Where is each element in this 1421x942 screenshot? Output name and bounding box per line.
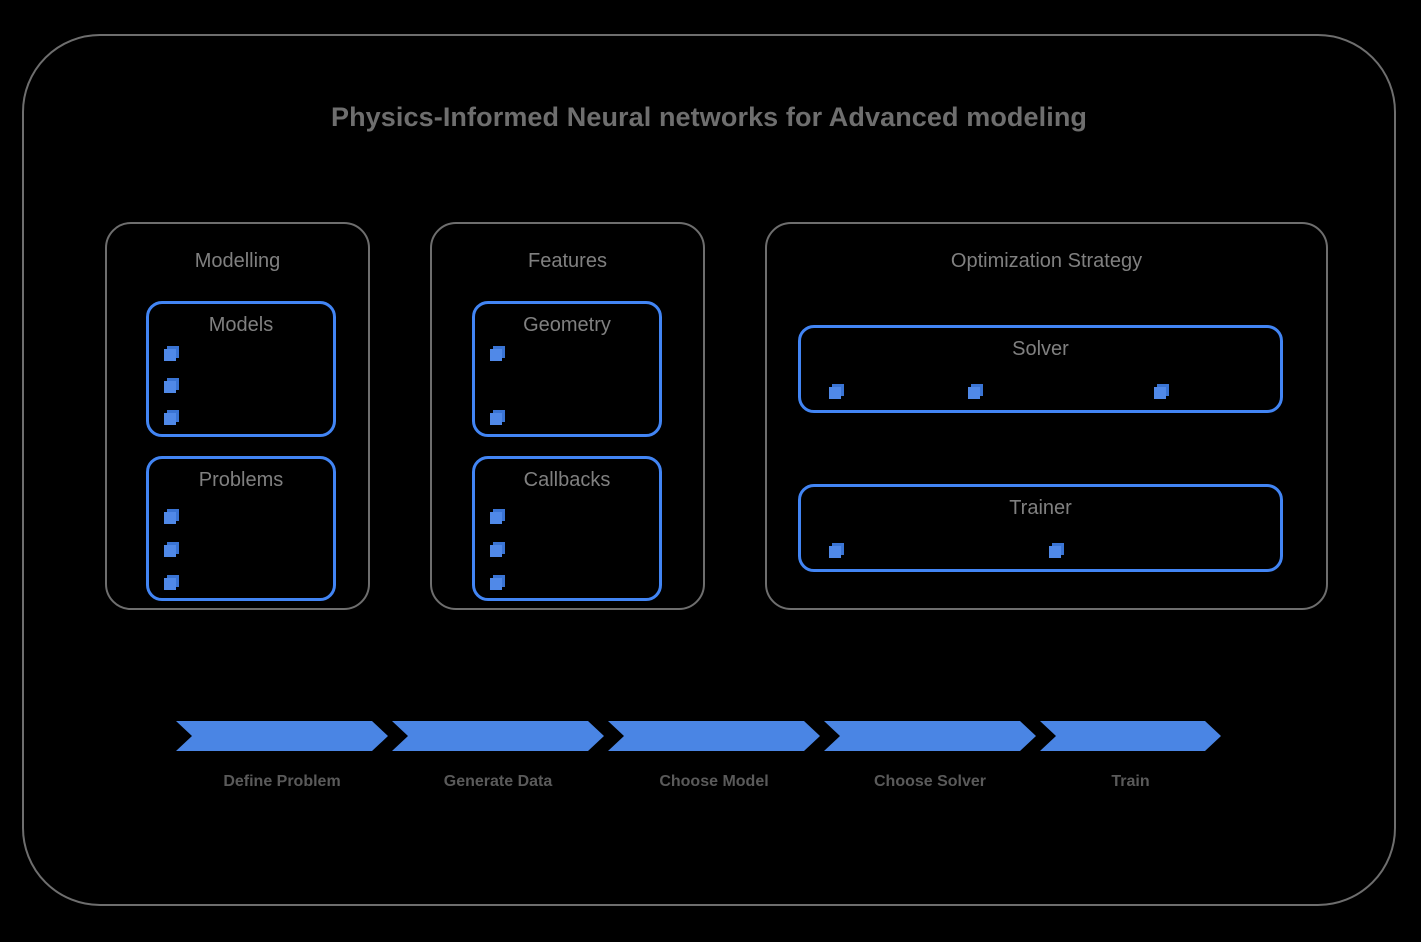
group-title-modelling: Modelling: [194, 250, 281, 272]
bullet-cube: [1049, 543, 1064, 558]
bullet-cube: [164, 509, 179, 524]
outer-frame: [22, 34, 1396, 906]
flow-label-define-problem: Define Problem: [223, 773, 341, 790]
bullet-cube: [1154, 384, 1169, 399]
flow-label-choose-model: Choose Model: [659, 773, 769, 790]
bullet-cube: [490, 509, 505, 524]
bullet-cube: [164, 378, 179, 393]
bullet-cube: [164, 346, 179, 361]
card-geometry[interactable]: Geometry: [472, 301, 662, 437]
group-features: Features: [430, 222, 705, 610]
bullet-cube: [490, 410, 505, 425]
card-trainer[interactable]: Trainer: [798, 484, 1283, 572]
flow-label-train: Train: [1111, 773, 1150, 790]
card-models[interactable]: Models: [146, 301, 336, 437]
card-problems[interactable]: Problems: [146, 456, 336, 601]
card-title-trainer: Trainer: [1009, 497, 1072, 519]
bullet-cube: [829, 384, 844, 399]
flow-step-define-problem[interactable]: [176, 721, 388, 751]
card-title-callbacks: Callbacks: [523, 469, 611, 491]
bullet-cube: [490, 575, 505, 590]
group-title-optimization-strategy: Optimization Strategy: [950, 250, 1143, 272]
card-title-solver: Solver: [1012, 338, 1069, 360]
process-flow: Define Problem Generate Data Choose Mode…: [176, 721, 1221, 790]
flow-step-train[interactable]: [1040, 721, 1221, 751]
card-solver[interactable]: Solver: [798, 325, 1283, 413]
bullet-cube: [829, 543, 844, 558]
group-optimization-strategy: Optimization Strategy: [765, 222, 1328, 610]
card-title-geometry: Geometry: [523, 314, 611, 336]
flow-label-generate-data: Generate Data: [443, 773, 553, 790]
flow-step-generate-data[interactable]: [392, 721, 604, 751]
group-title-features: Features: [528, 250, 607, 272]
bullet-cube: [164, 542, 179, 557]
flow-step-choose-solver[interactable]: [824, 721, 1036, 751]
card-title-models: Models: [208, 314, 274, 336]
bullet-cube: [490, 542, 505, 557]
flow-label-choose-solver: Choose Solver: [873, 773, 987, 790]
card-callbacks[interactable]: Callbacks: [472, 456, 662, 601]
flow-step-choose-model[interactable]: [608, 721, 820, 751]
bullet-cube: [164, 575, 179, 590]
bullet-cube: [490, 346, 505, 361]
card-title-problems: Problems: [198, 469, 284, 491]
group-modelling: Modelling: [105, 222, 370, 610]
bullet-cube: [164, 410, 179, 425]
bullet-cube: [968, 384, 983, 399]
page-title: Physics-Informed Neural networks for Adv…: [330, 102, 1088, 132]
